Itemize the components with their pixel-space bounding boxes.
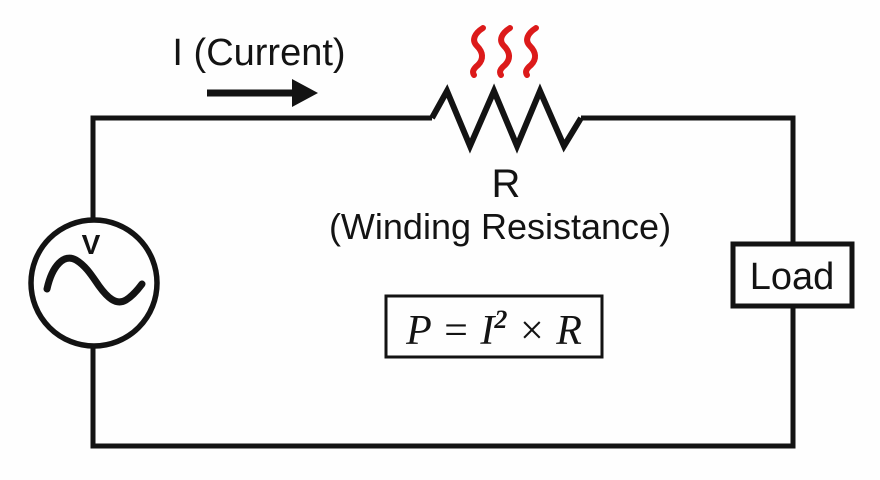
heat-wave-icon (470, 25, 486, 78)
resistor-sublabel: (Winding Resistance) (329, 206, 671, 247)
current-label: I (Current) (172, 32, 345, 74)
load-label: Load (750, 256, 835, 298)
wire-top-left (90, 115, 432, 221)
resistor-label: R (492, 162, 521, 206)
source-v-label: V (82, 229, 101, 260)
formula-text: P = I2 × R (405, 305, 582, 354)
wire-bottom-loop (90, 304, 796, 449)
heat-wave-icon (497, 25, 513, 78)
formula-lhs: P = I (405, 308, 496, 354)
wire-top-right (581, 115, 796, 247)
formula-exponent: 2 (493, 305, 507, 334)
heat-wave-icon (523, 25, 539, 78)
current-arrow-icon (207, 79, 318, 107)
formula-rhs: × R (517, 308, 582, 354)
load-box (730, 241, 855, 309)
resistor-zigzag-icon (429, 83, 584, 154)
formula-box (384, 294, 604, 359)
ac-sine-icon (43, 254, 146, 306)
